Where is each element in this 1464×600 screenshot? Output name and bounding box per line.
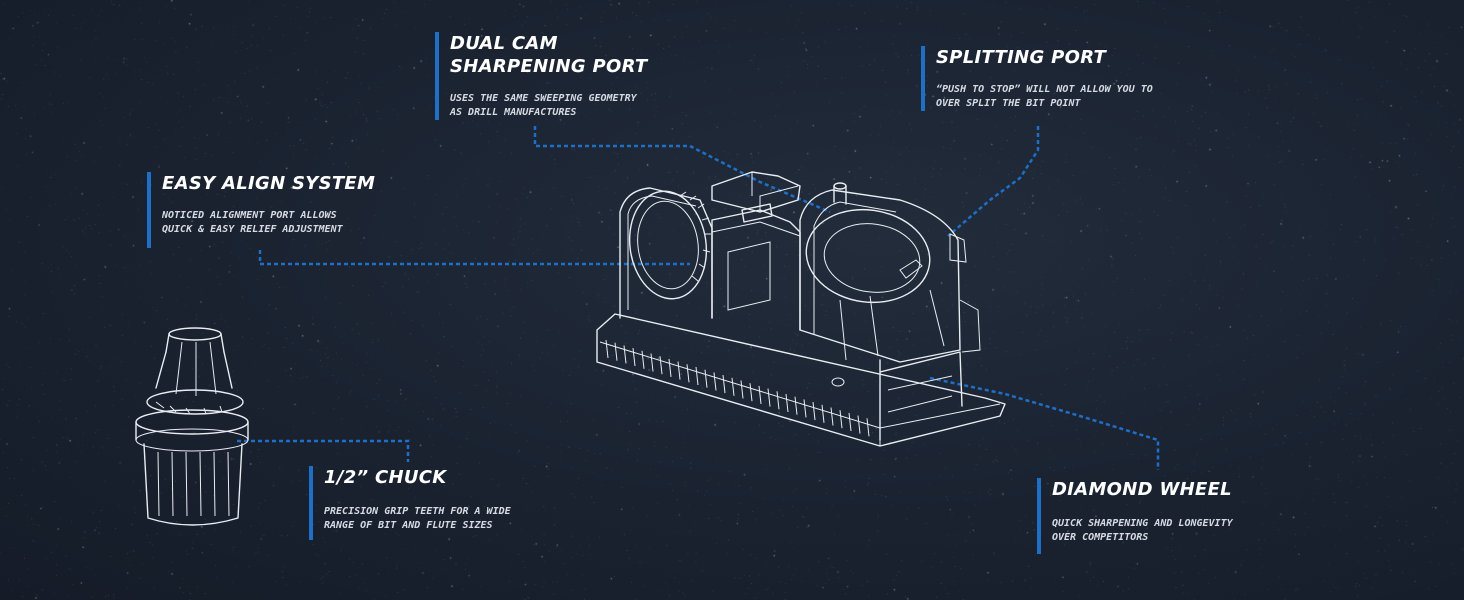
chuck-icon xyxy=(135,327,249,526)
callout-splitting-port: SPLITTING PORT “PUSH TO STOP” WILL NOT A… xyxy=(921,46,1153,111)
callout-dual-cam: DUAL CAM SHARPENING PORT USES THE SAME S… xyxy=(435,32,648,120)
callout-dual-cam-title: DUAL CAM SHARPENING PORT xyxy=(450,33,648,77)
leader-lines xyxy=(237,126,1160,470)
callout-chuck: 1/2” CHUCK PRECISION GRIP TEETH FOR A WI… xyxy=(309,466,511,540)
callout-splitting-port-title: SPLITTING PORT xyxy=(936,47,1107,68)
callout-chuck-desc: PRECISION GRIP TEETH FOR A WIDE RANGE OF… xyxy=(324,506,511,531)
callout-dual-cam-desc: USES THE SAME SWEEPING GEOMETRY AS DRILL… xyxy=(450,93,637,118)
callout-diamond-wheel-title: DIAMOND WHEEL xyxy=(1052,479,1232,500)
callout-diamond-wheel-desc: QUICK SHARPENING AND LONGEVITY OVER COMP… xyxy=(1052,518,1233,543)
sharpener-icon xyxy=(596,171,1006,447)
leader-chuck xyxy=(237,439,410,462)
leader-splitting xyxy=(947,126,1040,237)
leader-dual-cam xyxy=(533,126,831,214)
callout-easy-align-title: EASY ALIGN SYSTEM xyxy=(162,173,376,194)
callout-chuck-title: 1/2” CHUCK xyxy=(324,467,447,488)
callout-diamond-wheel: DIAMOND WHEEL QUICK SHARPENING AND LONGE… xyxy=(1037,478,1233,554)
callout-splitting-port-desc: “PUSH TO STOP” WILL NOT ALLOW YOU TO OVE… xyxy=(936,84,1153,109)
callout-easy-align: EASY ALIGN SYSTEM NOTICED ALIGNMENT PORT… xyxy=(147,172,375,248)
leader-diamond xyxy=(929,376,1160,470)
callout-easy-align-desc: NOTICED ALIGNMENT PORT ALLOWS QUICK & EA… xyxy=(162,210,343,235)
leader-easy-align xyxy=(258,250,690,266)
